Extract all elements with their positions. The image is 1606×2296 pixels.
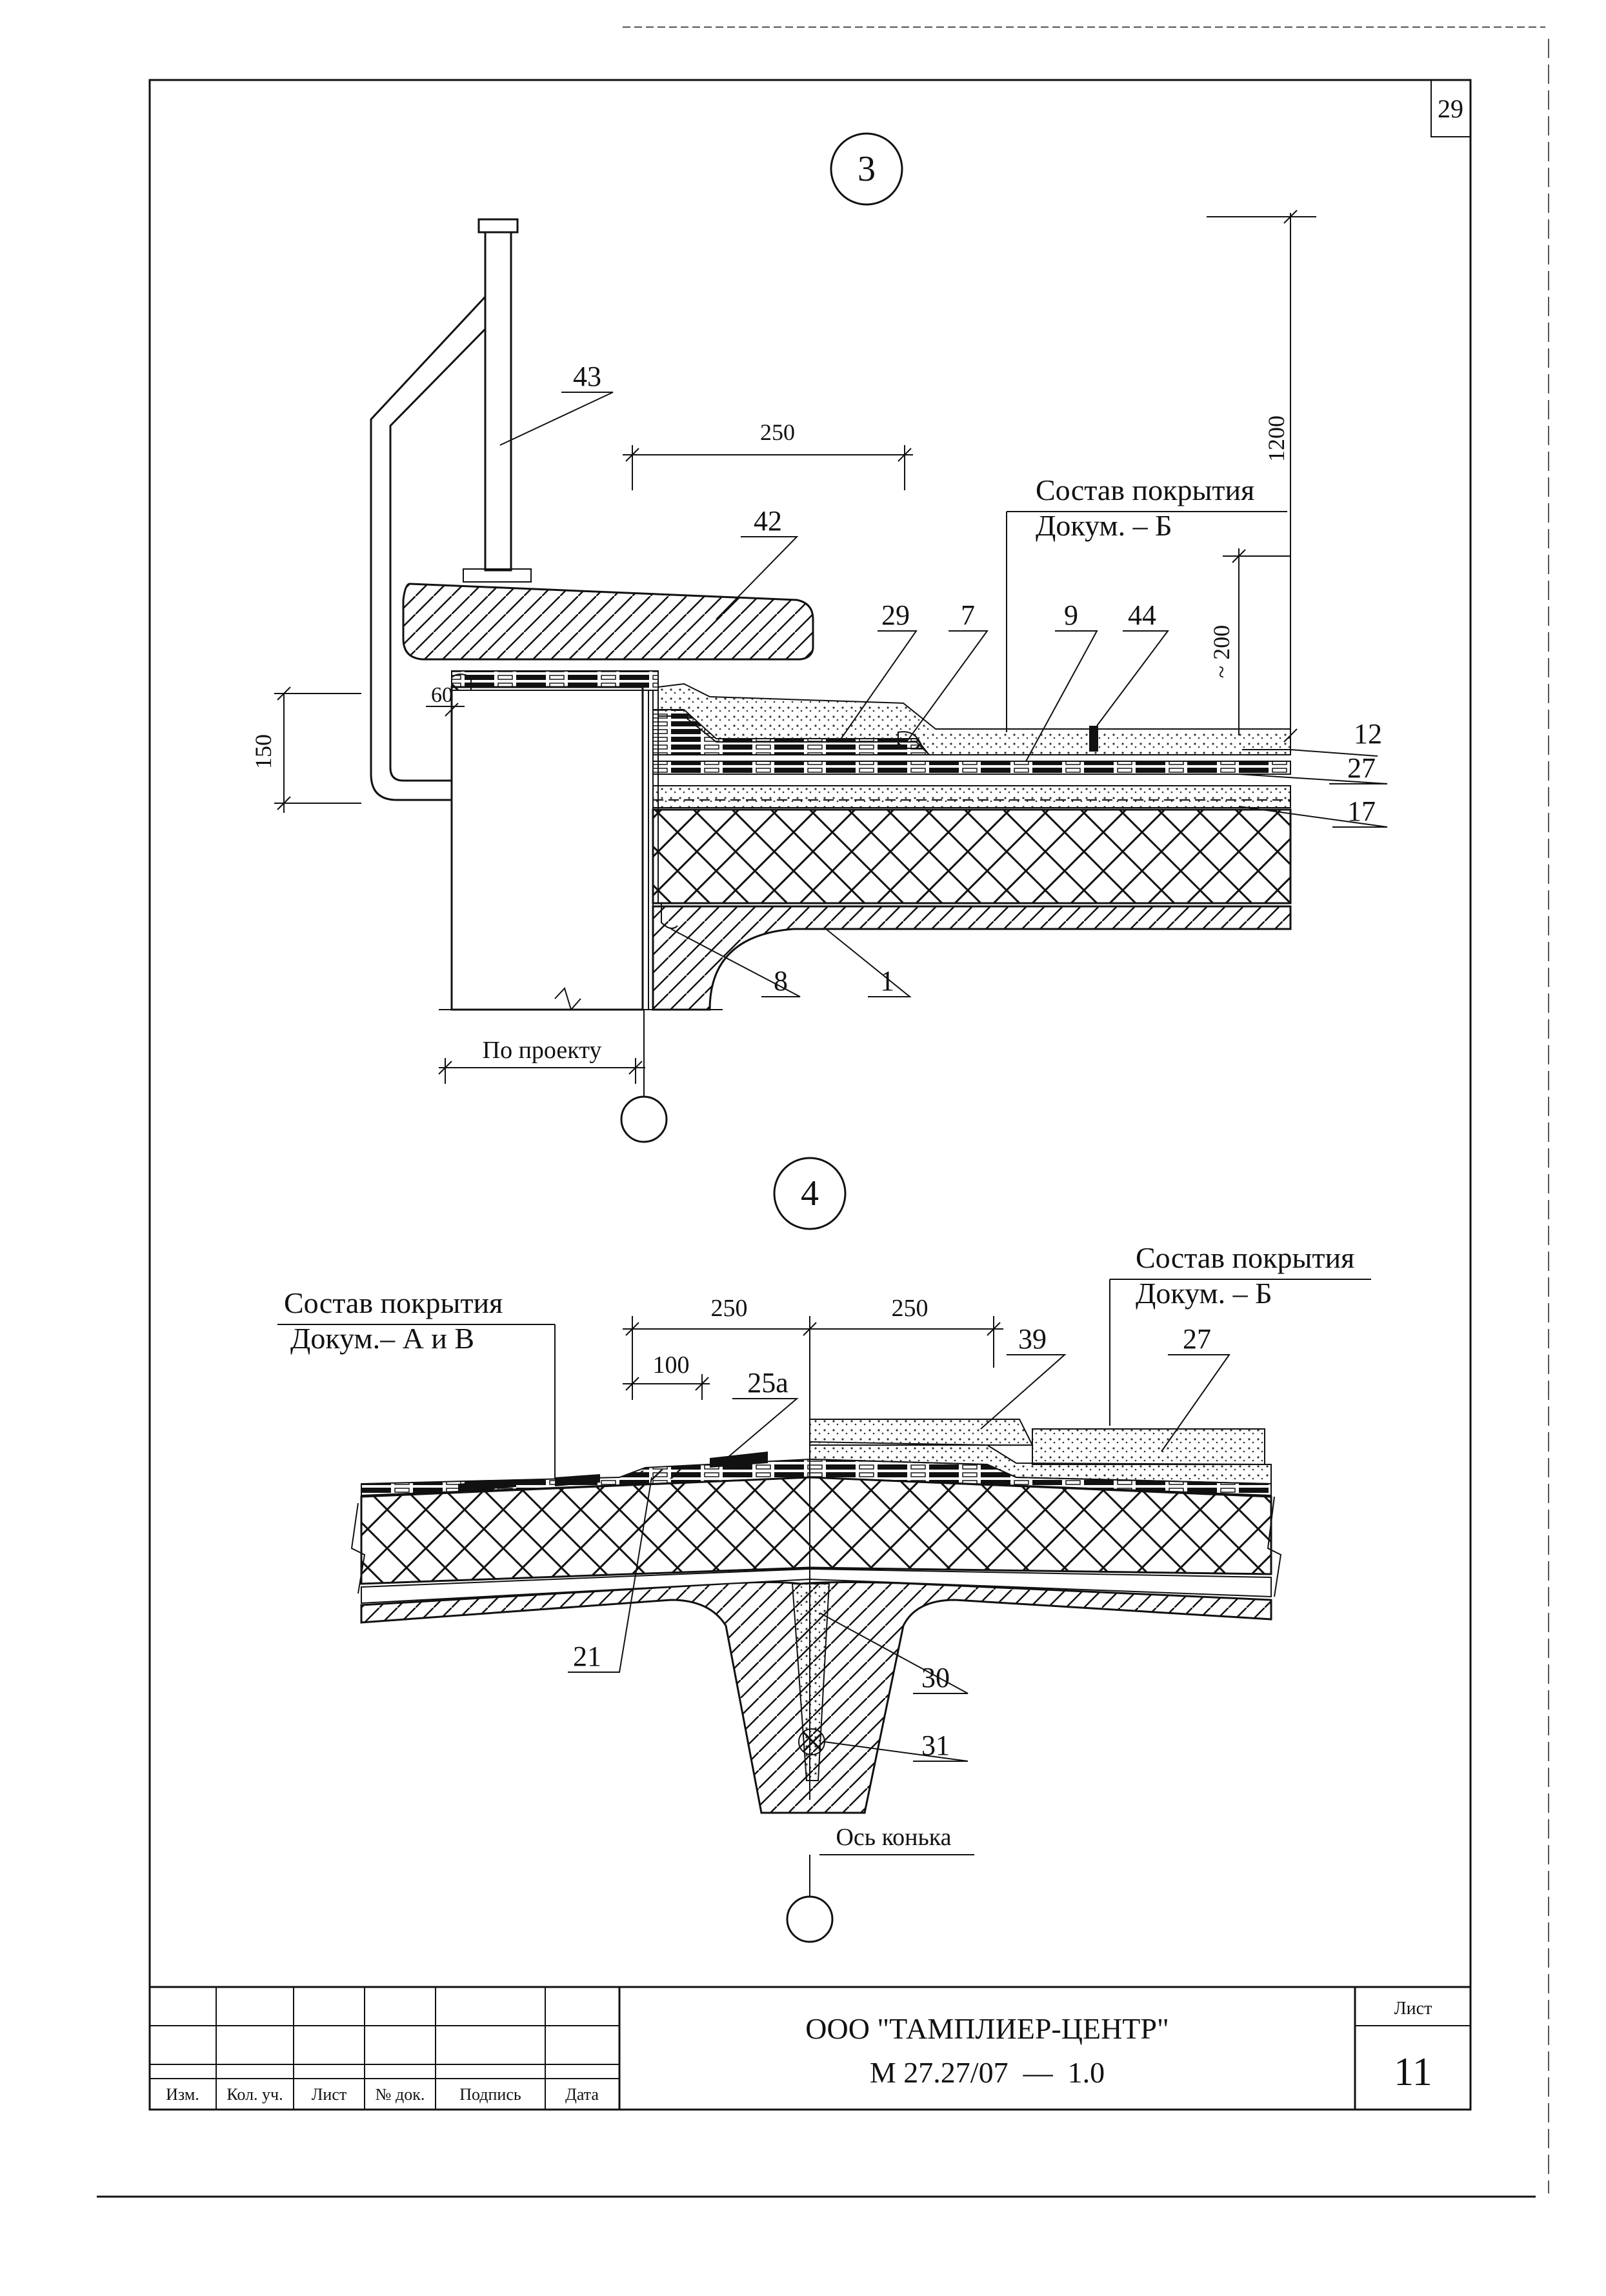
sheet-corner-number: 29 — [1438, 94, 1463, 123]
callout-8: 8 — [774, 965, 788, 997]
callout-27-d3: 27 — [1347, 752, 1376, 784]
svg-text:Докум. – Б: Докум. – Б — [1136, 1277, 1272, 1310]
dim-250: 250 — [760, 419, 795, 445]
composition-note-4-right: Состав покрытия Докум. – Б — [1109, 1241, 1371, 1426]
sheet-label: Лист — [1394, 1999, 1432, 2019]
document-code: М 27.27/07 — 1.0 — [870, 2056, 1105, 2089]
callout-42: 42 — [754, 505, 782, 537]
label-ridge-axis: Ось конька — [836, 1824, 951, 1851]
dim-250-right: 250 — [892, 1295, 928, 1322]
sheet-number: 11 — [1394, 2050, 1432, 2094]
dim-150: 150 — [250, 734, 276, 769]
composition-note-3: Состав покрытия Докум. – Б — [1006, 474, 1287, 732]
callout-27-d4: 27 — [1183, 1323, 1211, 1355]
callout-30: 30 — [921, 1662, 950, 1693]
detail-3-number: 3 — [858, 149, 876, 189]
detail-4-callouts — [568, 1354, 1230, 1762]
svg-text:Докум. – Б: Докум. – Б — [1036, 509, 1172, 542]
company-name: ООО "ТАМПЛИЕР-ЦЕНТР" — [805, 2012, 1169, 2045]
axis-marker-3 — [620, 1095, 668, 1143]
col-doc: № док. — [376, 2085, 425, 2104]
svg-text:Состав покрытия: Состав покрытия — [1036, 474, 1254, 506]
col-sign: Подпись — [459, 2085, 521, 2104]
detail-4-dimensions — [623, 1316, 1003, 1897]
callout-25a: 25а — [747, 1367, 788, 1399]
callout-44: 44 — [1128, 599, 1156, 631]
col-date: Дата — [565, 2085, 599, 2104]
dim-100: 100 — [653, 1352, 690, 1379]
col-kol: Кол. уч. — [226, 2085, 283, 2104]
col-list: Лист — [312, 2085, 346, 2104]
callout-12: 12 — [1354, 718, 1382, 750]
dim-60: 60 — [431, 683, 453, 707]
callout-7: 7 — [961, 599, 975, 631]
svg-text:Состав покрытия: Состав покрытия — [284, 1286, 503, 1319]
label-project: По проекту — [483, 1037, 602, 1064]
dim-200: ~ 200 — [1209, 625, 1234, 678]
callout-29: 29 — [881, 599, 910, 631]
sheet-frame: 29 — [97, 26, 1549, 2198]
callout-21: 21 — [573, 1641, 601, 1672]
detail-3-dimensions — [274, 210, 1316, 1097]
title-block — [148, 1986, 1472, 2111]
roofing-layers — [652, 683, 1291, 929]
callout-43: 43 — [573, 361, 601, 392]
svg-text:Состав покрытия: Состав покрытия — [1136, 1241, 1354, 1274]
detail-3: 3 — [250, 132, 1388, 1143]
roofing-layers-4 — [361, 1419, 1272, 1497]
detail-3-callouts — [499, 392, 1388, 997]
callout-39: 39 — [1018, 1323, 1047, 1355]
parapet-wall — [439, 670, 723, 1012]
composition-note-4-left: Состав покрытия Докум.– А и В — [277, 1286, 556, 1479]
detail-4: 4 — [277, 1157, 1371, 1943]
svg-text:Докум.– А и В: Докум.– А и В — [290, 1322, 474, 1355]
callout-9: 9 — [1064, 599, 1078, 631]
coping-stone — [402, 583, 814, 661]
insulation-layer — [652, 808, 1292, 904]
col-izm: Изм. — [166, 2085, 199, 2104]
dim-1200: 1200 — [1263, 415, 1289, 462]
callout-17: 17 — [1347, 795, 1376, 827]
callout-31: 31 — [921, 1730, 950, 1761]
axis-marker-4 — [786, 1895, 834, 1943]
insulation-layer-4 — [360, 1476, 1272, 1585]
roof-slab — [652, 905, 1292, 1011]
dim-250-left: 250 — [711, 1295, 748, 1322]
ridge-cord — [798, 1728, 825, 1755]
detail-4-number: 4 — [801, 1173, 819, 1213]
callout-1: 1 — [880, 965, 894, 997]
